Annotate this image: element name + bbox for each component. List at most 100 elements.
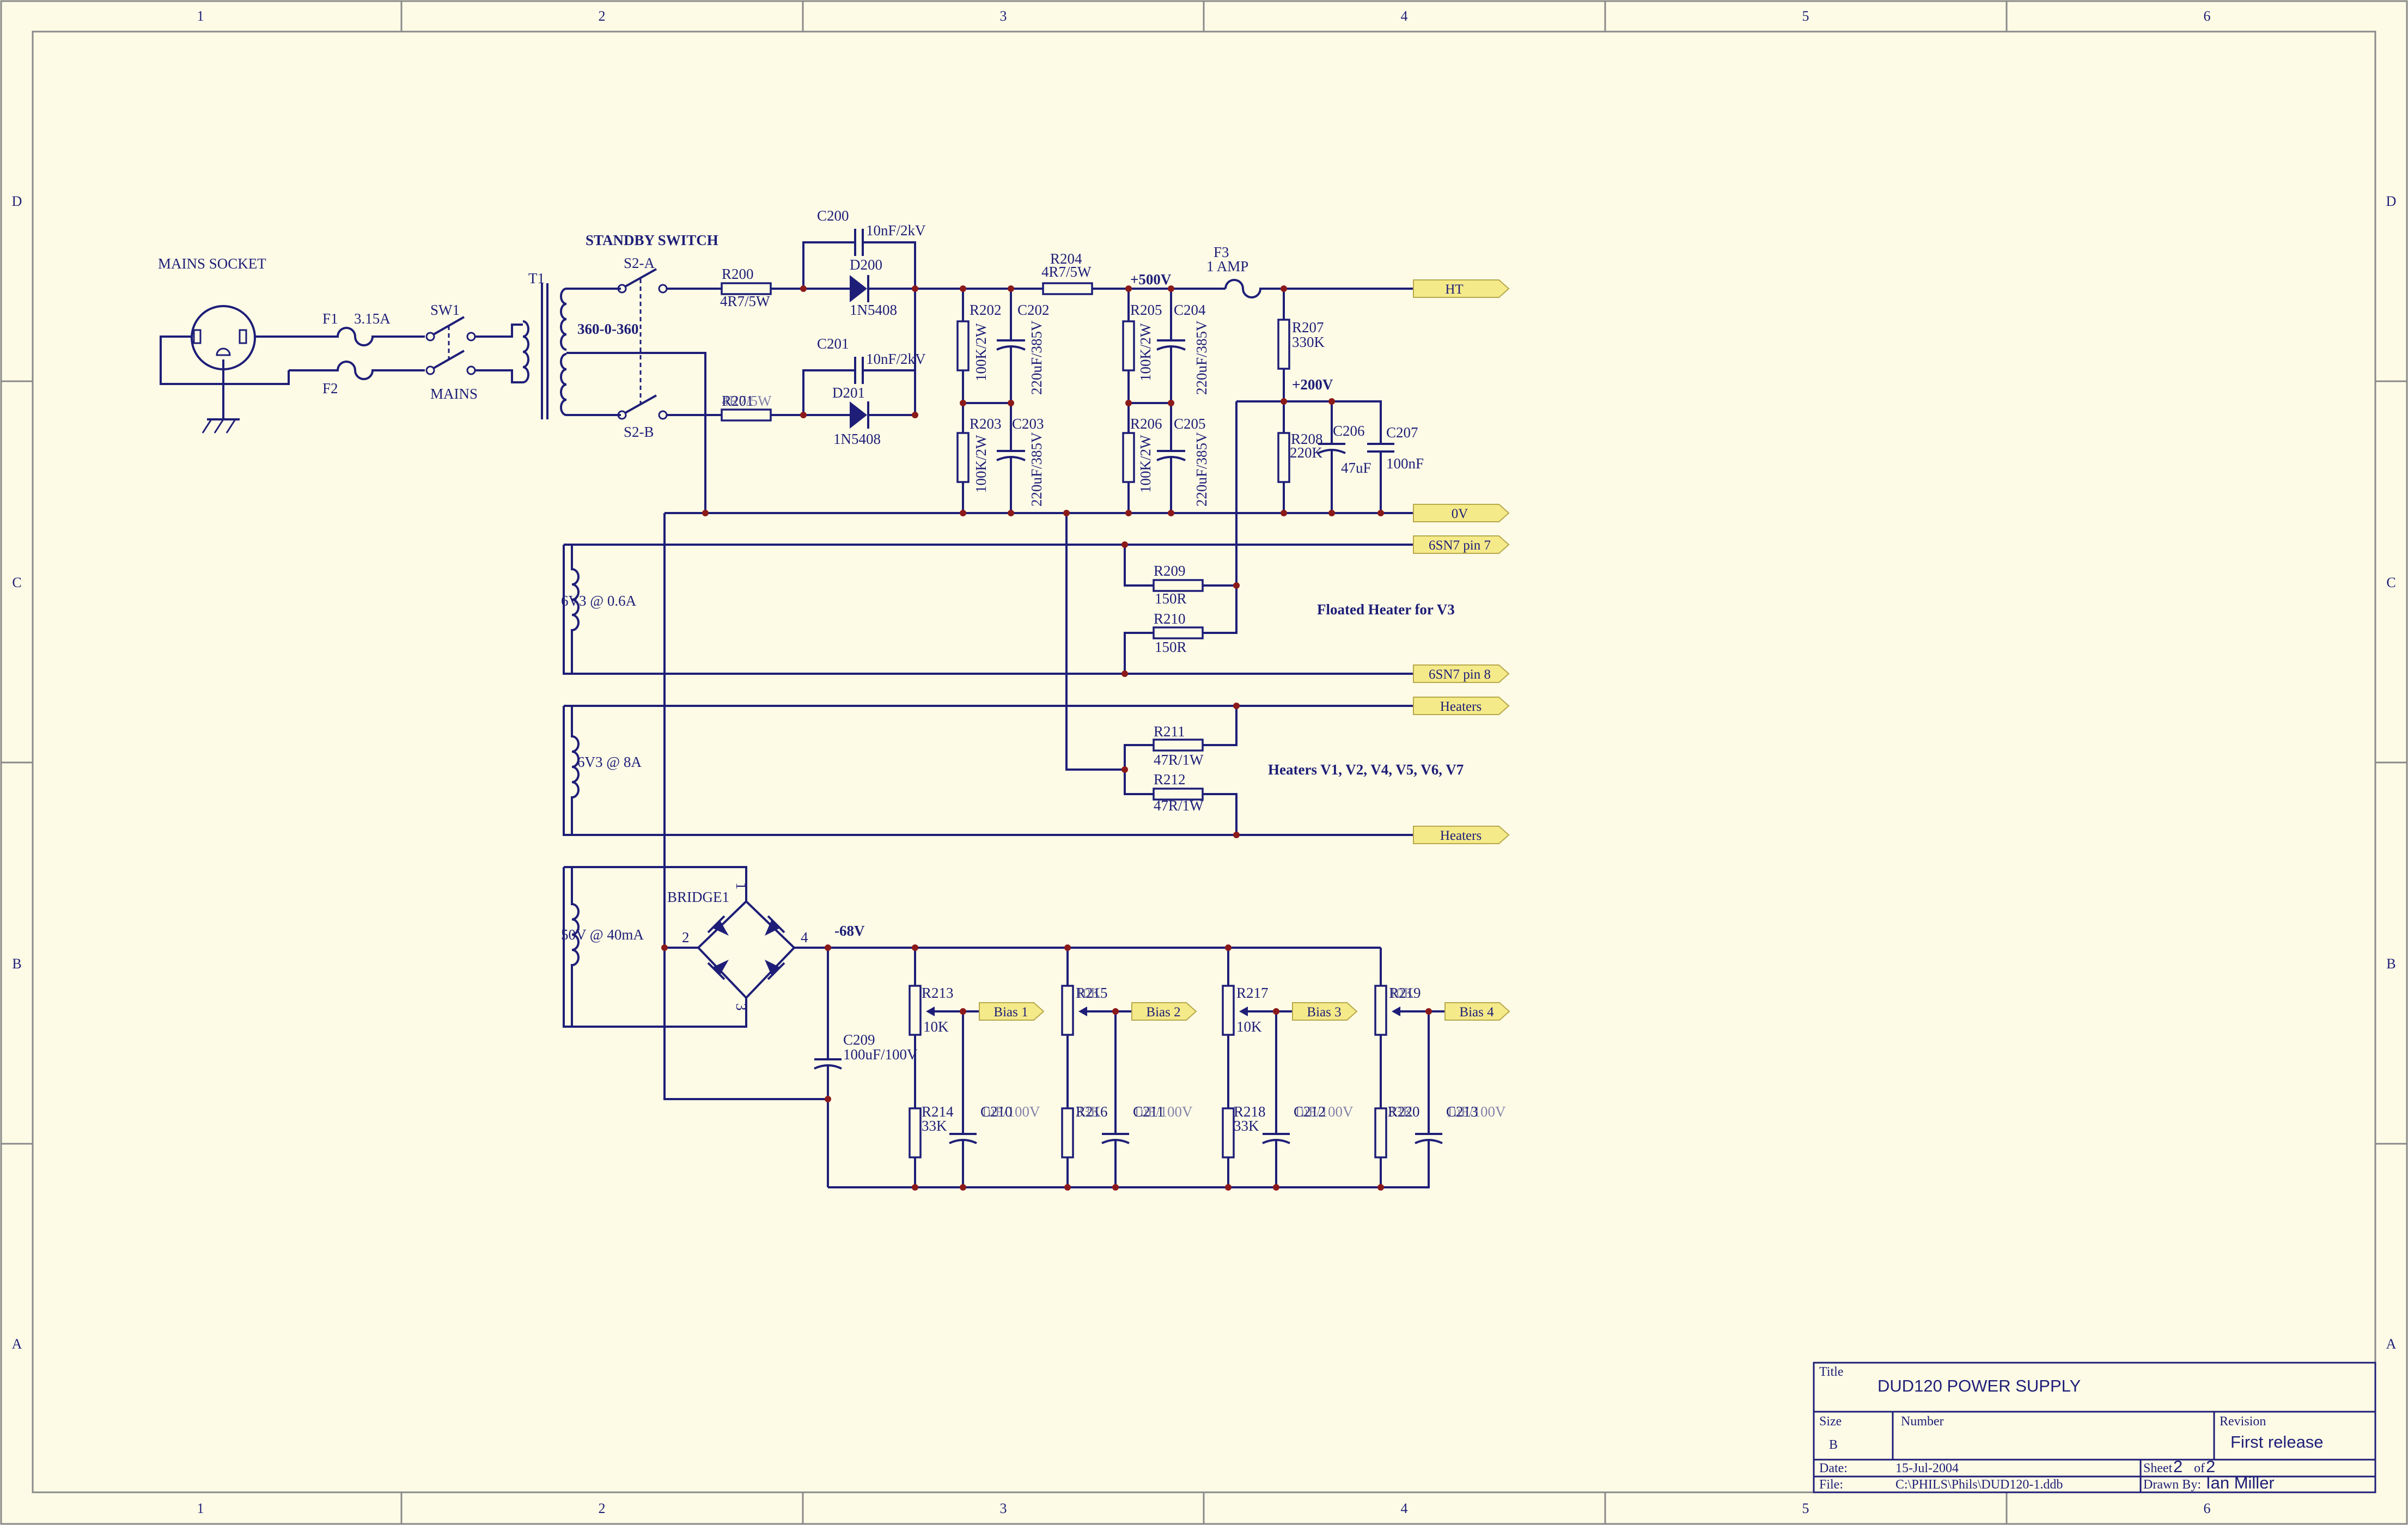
plus200-label: +200V (1292, 376, 1333, 393)
c202-value: 220uF/385V (1028, 320, 1045, 395)
port-bias2: Bias 2 (1131, 1002, 1197, 1021)
c204-label: C204 (1174, 302, 1206, 318)
standby-switch-label: STANDBY SWITCH (586, 232, 718, 248)
d200-value: 1N5408 (850, 302, 897, 318)
r212-value: 47R/1W (1154, 797, 1204, 814)
title-block (1813, 1362, 2376, 1493)
r215-value: 10K (1076, 985, 1101, 1001)
s2b-label: S2-B (624, 424, 654, 440)
r219-value: 10K (1389, 985, 1415, 1001)
zone-row-c-left: C (12, 575, 21, 590)
file-caption: File: (1819, 1478, 1843, 1492)
r219-label: R219 (1389, 985, 1421, 1001)
bias-channel-2 (1061, 948, 1132, 1187)
port-bias3: Bias 3 (1292, 1002, 1358, 1021)
sheet-total: 2 (2206, 1457, 2215, 1476)
zone-col-6-bottom: 6 (2204, 1500, 2211, 1516)
s2a-label: S2-A (624, 255, 655, 271)
r203-value: 100K/2W (973, 435, 989, 493)
c201-value: 10nF/2kV (866, 351, 926, 367)
zone-col-2-top: 2 (599, 8, 606, 24)
r215-label: R215 (1076, 985, 1108, 1001)
mains-label: MAINS (430, 386, 478, 402)
f3-label: F3 (1214, 244, 1229, 260)
r202-value: 100K/2W (973, 323, 989, 381)
date-value: 15-Jul-2004 (1895, 1461, 1959, 1475)
c203-label: C203 (1012, 416, 1044, 432)
of-caption: of (2194, 1461, 2205, 1475)
r203-label: R203 (970, 416, 1002, 432)
c200-label: C200 (817, 208, 849, 224)
r211-value: 47R/1W (1154, 752, 1204, 768)
resistor-r207 (1277, 319, 1290, 370)
d201-value: 1N5408 (833, 431, 881, 447)
zone-col-5-bottom: 5 (1802, 1500, 1809, 1516)
r207-value: 330K (1292, 334, 1325, 350)
title-caption: Title (1819, 1365, 1843, 1379)
zone-row-d-left: D (12, 193, 22, 209)
r218-value: 33K (1234, 1118, 1259, 1134)
floated-heater-label: Floated Heater for V3 (1317, 601, 1455, 618)
port-6sn7-pin7: 6SN7 pin 7 (1413, 535, 1510, 554)
c203-value: 220uF/385V (1028, 432, 1045, 507)
resistor-r203 (956, 432, 970, 483)
zone-row-c-right: C (2386, 575, 2395, 590)
port-heaters-b-label: Heaters (1440, 828, 1482, 843)
port-bias4-label: Bias 4 (1459, 1005, 1494, 1020)
port-ht-label: HT (1445, 282, 1463, 297)
c212-value: 1uF/100V (1294, 1103, 1354, 1120)
port-6sn7-pin8-label: 6SN7 pin 8 (1429, 667, 1491, 682)
bridge-pin4: 4 (801, 929, 808, 945)
ct-wire (566, 352, 706, 513)
r200-value: 4R7/5W (720, 293, 770, 309)
r202-label: R202 (970, 302, 1002, 318)
mains-live-wire (160, 335, 290, 385)
resistor-r208 (1277, 432, 1290, 483)
port-6sn7-pin8: 6SN7 pin 8 (1413, 664, 1510, 683)
bridge-pin3: 3 (733, 1003, 749, 1011)
c207-label: C207 (1386, 424, 1418, 441)
resistor-r210 (1153, 626, 1204, 639)
r209-label: R209 (1154, 563, 1186, 579)
zone-row-a-right: A (2386, 1336, 2397, 1352)
r220-label: R220 (1388, 1103, 1420, 1120)
switch-sw1 (425, 316, 476, 375)
bridge-rectifier (697, 900, 796, 999)
r207-label: R207 (1292, 319, 1324, 335)
c201-label: C201 (817, 335, 849, 352)
zone-col-1-bottom: 1 (197, 1500, 204, 1516)
r205-value: 100K/2W (1137, 323, 1154, 381)
c210-value: 1uF/100V (980, 1103, 1040, 1120)
sheet-value: 2 (2173, 1457, 2183, 1476)
resistor-r200 (721, 282, 772, 295)
c211-label: C211 (1133, 1103, 1165, 1120)
size-caption: Size (1819, 1414, 1842, 1429)
d201-label: D201 (832, 385, 865, 401)
date-caption: Date: (1819, 1461, 1848, 1475)
zone-col-3-bottom: 3 (1000, 1500, 1007, 1516)
bias-channel-3 (1222, 948, 1293, 1187)
zone-labels: 1 2 3 4 5 6 1 2 3 4 5 6 D C B A D C B A (12, 8, 2397, 1516)
secondary-ht-label: 360-0-360 (577, 321, 638, 337)
zone-col-3-top: 3 (1000, 8, 1007, 24)
c210-label: C210 (980, 1103, 1013, 1120)
r213-label: R213 (922, 985, 954, 1001)
bias-winding (563, 866, 580, 1028)
zone-row-b-right: B (2386, 956, 2395, 972)
heater1-label: 6V3 @ 0.6A (561, 593, 637, 609)
bridge-pin2: 2 (682, 929, 690, 945)
zone-col-2-bottom: 2 (599, 1500, 606, 1516)
r210-label: R210 (1154, 611, 1186, 627)
switch-s2 (617, 268, 668, 420)
port-0v: 0V (1413, 504, 1510, 522)
zone-row-d-right: D (2386, 193, 2397, 209)
heater1-winding (563, 544, 580, 675)
c213-label: C213 (1446, 1103, 1478, 1120)
r205-label: R205 (1130, 302, 1162, 318)
port-ht: HT (1413, 279, 1510, 298)
port-heaters-a: Heaters (1413, 697, 1510, 715)
resistor-r205 (1122, 320, 1135, 371)
r212-label: R212 (1154, 771, 1186, 788)
port-heaters-a-label: Heaters (1440, 699, 1482, 714)
